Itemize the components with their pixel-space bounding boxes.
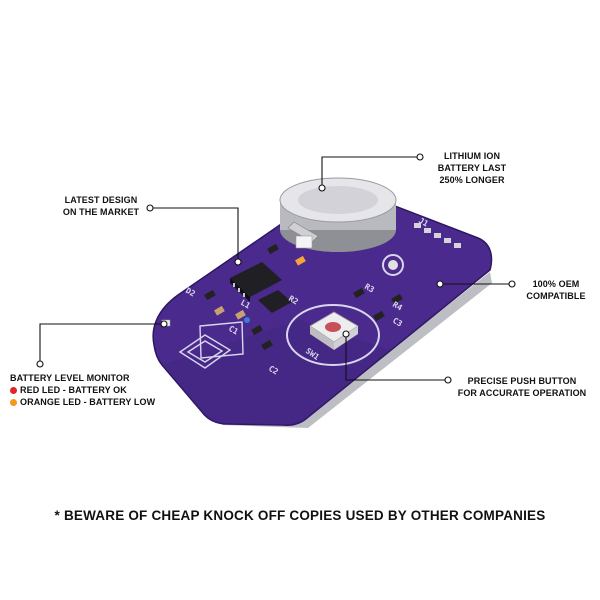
silk-l1: L1 [239, 298, 252, 311]
leader-dots [36, 153, 516, 384]
silkscreen-logo [178, 321, 244, 369]
silk-r3: R3 [363, 282, 376, 295]
callout-lithium-ion-line1: LITHIUM ION [443, 151, 501, 161]
mounting-hole [382, 254, 404, 276]
coin-cell-battery [279, 177, 397, 252]
callout-battery-monitor-orange: ORANGE LED - BATTERY LOW [10, 396, 155, 408]
ic-chip-main [230, 262, 282, 302]
callout-oem-line1: 100% OEM [532, 279, 580, 289]
ic-chip-secondary [258, 290, 292, 313]
leader-lines [39, 156, 512, 381]
callout-latest-design-line1: LATEST DESIGN [64, 195, 138, 205]
callout-push-button-line1: PRECISE PUSH BUTTON [467, 376, 577, 386]
callout-lithium-ion: LITHIUM ION BATTERY LAST 250% LONGER [424, 150, 520, 186]
silk-c2: C2 [267, 364, 280, 377]
callout-push-button-line2: FOR ACCURATE OPERATION [457, 388, 587, 398]
silk-c3: C3 [391, 316, 404, 329]
callout-battery-monitor-red: RED LED - BATTERY OK [10, 384, 155, 396]
orange-led-dot-icon [10, 398, 17, 406]
red-led-dot-icon [10, 386, 17, 394]
callout-orange-text: ORANGE LED - BATTERY LOW [20, 397, 156, 407]
silk-r2: R2 [287, 294, 300, 307]
callout-battery-monitor: BATTERY LEVEL MONITOR RED LED - BATTERY … [10, 372, 155, 408]
callout-battery-monitor-title: BATTERY LEVEL MONITOR [10, 373, 130, 383]
silk-j1: J1 [417, 216, 430, 229]
callout-oem-line2: COMPATIBLE [526, 291, 586, 301]
callout-latest-design: LATEST DESIGN ON THE MARKET [55, 194, 147, 218]
disclaimer-text: * BEWARE OF CHEAP KNOCK OFF COPIES USED … [54, 508, 546, 523]
callout-latest-design-line2: ON THE MARKET [62, 207, 140, 217]
callout-push-button: PRECISE PUSH BUTTON FOR ACCURATE OPERATI… [452, 375, 592, 399]
silk-c1: C1 [227, 324, 240, 337]
callout-lithium-ion-line3: 250% LONGER [439, 175, 505, 185]
callout-oem: 100% OEM COMPATIBLE [518, 278, 594, 302]
callout-lithium-ion-line2: BATTERY LAST [437, 163, 507, 173]
callout-red-text: RED LED - BATTERY OK [20, 385, 127, 395]
silk-d2: D2 [184, 286, 197, 299]
silk-r4: R4 [391, 300, 404, 313]
header-pads [414, 223, 461, 248]
